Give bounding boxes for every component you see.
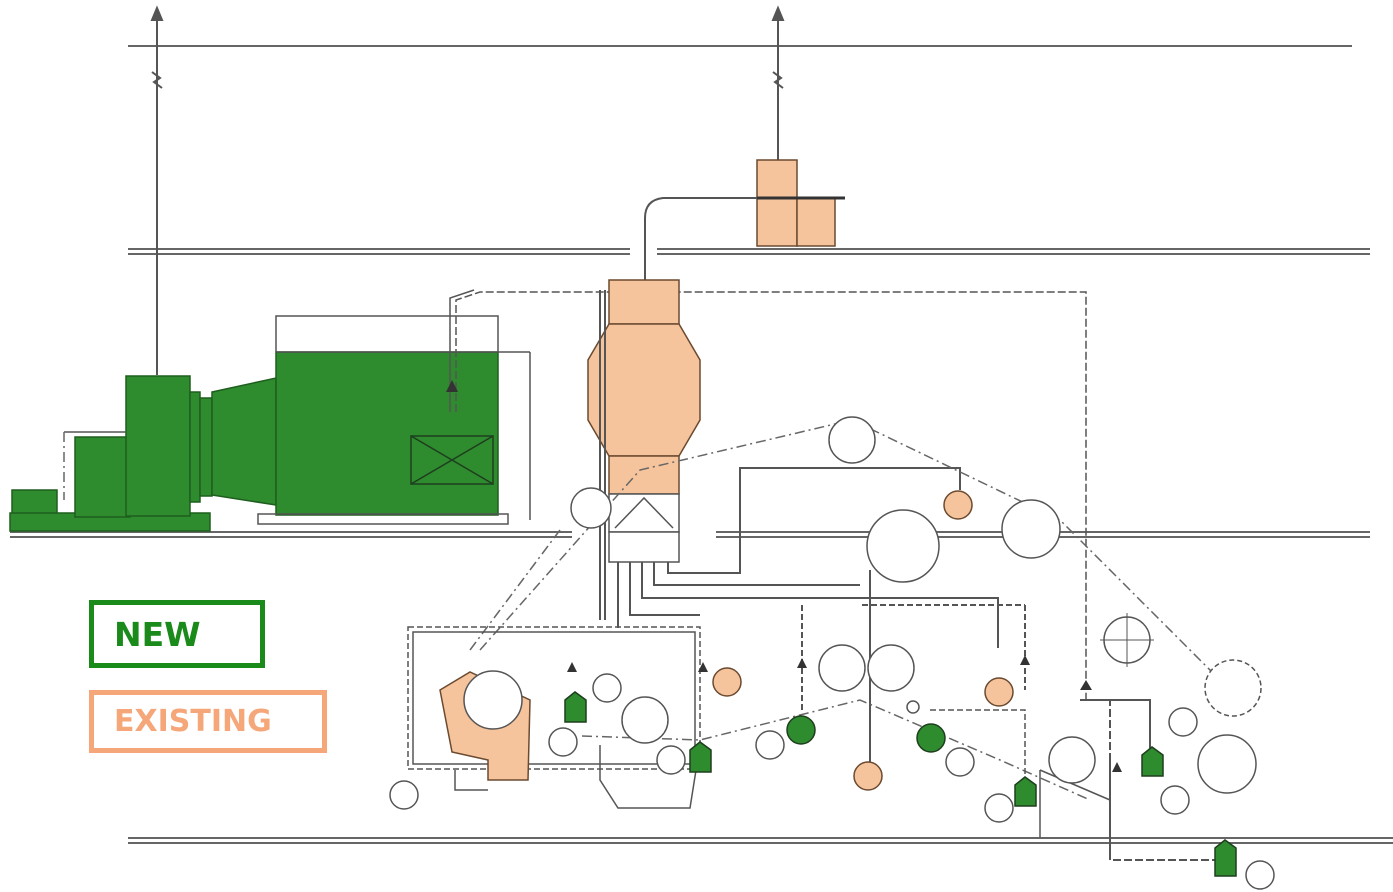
legend-new: NEW: [89, 600, 265, 668]
new-drive-unit: [9, 351, 499, 532]
piping: [599, 290, 1225, 861]
vent-stacks: [150, 5, 785, 375]
existing-rolls: [712, 490, 1014, 791]
roll-crosshair: [1100, 613, 1154, 667]
vessel-lower-box: [608, 493, 680, 563]
legend-existing-label: EXISTING: [114, 704, 272, 739]
fan-duct: [644, 197, 757, 280]
legend-new-label: NEW: [114, 614, 201, 654]
drive-unit-outline: [64, 289, 1087, 700]
sheet-path: [63, 419, 1241, 801]
existing-top-fan: [756, 159, 845, 247]
valve-arrows: [567, 655, 1122, 772]
rolls: [389, 416, 1275, 890]
new-drives: [564, 691, 1237, 877]
dashed-roll: [1204, 659, 1262, 717]
legend-existing: EXISTING: [89, 690, 327, 753]
lower-hood: [407, 626, 1111, 838]
up-arrow-icon: [446, 380, 458, 392]
